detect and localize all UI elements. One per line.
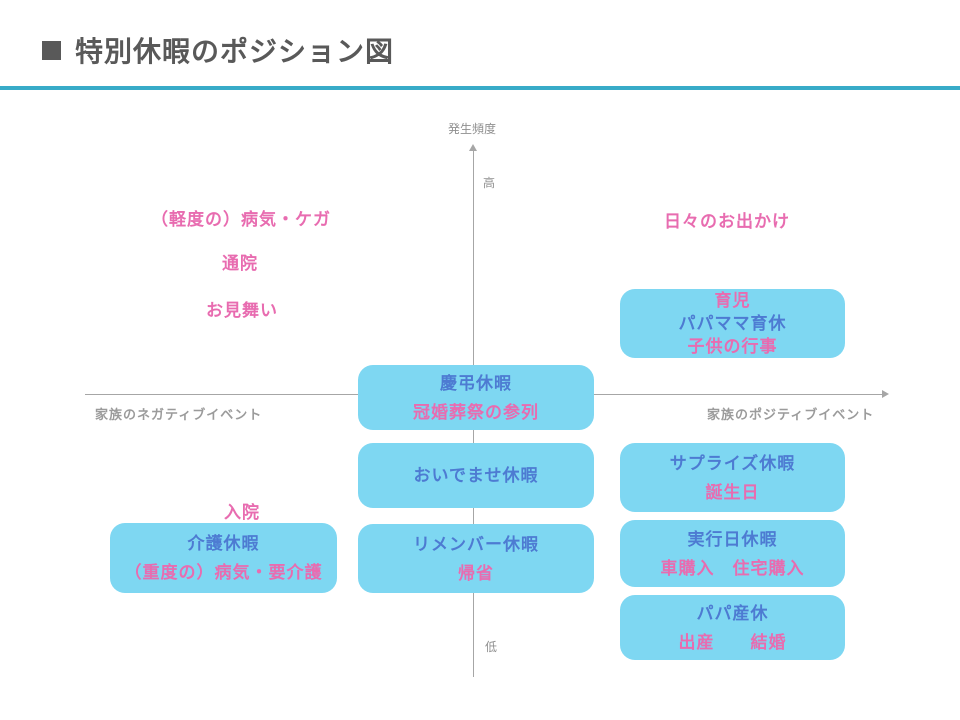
- box-line: サプライズ休暇: [669, 453, 796, 473]
- box-line: 車購入 住宅購入: [660, 558, 805, 578]
- x-axis-left-label: 家族のネガティブイベント: [95, 407, 263, 422]
- box-line: リメンバー休暇: [413, 534, 539, 554]
- y-axis-high-label: 高: [483, 176, 496, 190]
- title-bullet-square: [42, 40, 61, 60]
- y-axis-title: 発生頻度: [448, 122, 497, 136]
- position-box-childcare: 育児 パパママ育休 子供の行事: [620, 289, 845, 358]
- box-line: 介護休暇: [187, 534, 260, 553]
- box-line: パパ産休: [696, 603, 769, 623]
- position-box-keicho-kyuka: 慶弔休暇 冠婚葬祭の参列: [358, 365, 594, 430]
- position-box-surprise-kyuka: サプライズ休暇 誕生日: [620, 443, 845, 512]
- y-axis-arrow-icon: [469, 144, 477, 151]
- x-axis-arrow-icon: [882, 390, 889, 398]
- slide-header: 特別休暇のポジション図: [42, 30, 394, 70]
- box-line: 出産 結婚: [678, 632, 787, 652]
- page-title: 特別休暇のポジション図: [75, 36, 395, 67]
- position-box-jikkobi-kyuka: 実行日休暇 車購入 住宅購入: [620, 520, 845, 587]
- box-line: 冠婚葬祭の参列: [413, 402, 539, 422]
- position-box-kaigo-kyuka: 介護休暇 （重度の）病気・要介護: [110, 523, 337, 593]
- x-axis-right-label: 家族のポジティブイベント: [707, 407, 875, 422]
- label-hospitalization: 入院: [224, 503, 260, 522]
- box-line: おいでませ休暇: [413, 466, 539, 485]
- box-line: （重度の）病気・要介護: [124, 563, 323, 582]
- label-hospital-visit: 通院: [222, 254, 258, 273]
- title-divider-line: [0, 86, 960, 90]
- label-omimai: お見舞い: [206, 301, 278, 320]
- box-line: 誕生日: [705, 482, 760, 502]
- position-box-remember-kyuka: リメンバー休暇 帰省: [358, 524, 594, 593]
- label-minor-sickness: （軽度の）病気・ケガ: [151, 210, 331, 229]
- box-line: 子供の行事: [687, 337, 778, 356]
- box-line: 慶弔休暇: [440, 373, 512, 393]
- y-axis-low-label: 低: [485, 640, 498, 654]
- box-line: 育児: [714, 291, 751, 310]
- box-line: パパママ育休: [678, 314, 787, 333]
- position-box-oidemase-kyuka: おいでませ休暇: [358, 443, 594, 508]
- box-line: 帰省: [458, 563, 494, 583]
- position-box-papa-sankyu: パパ産休 出産 結婚: [620, 595, 845, 660]
- label-daily-outing: 日々のお出かけ: [664, 212, 790, 231]
- box-line: 実行日休暇: [687, 529, 778, 549]
